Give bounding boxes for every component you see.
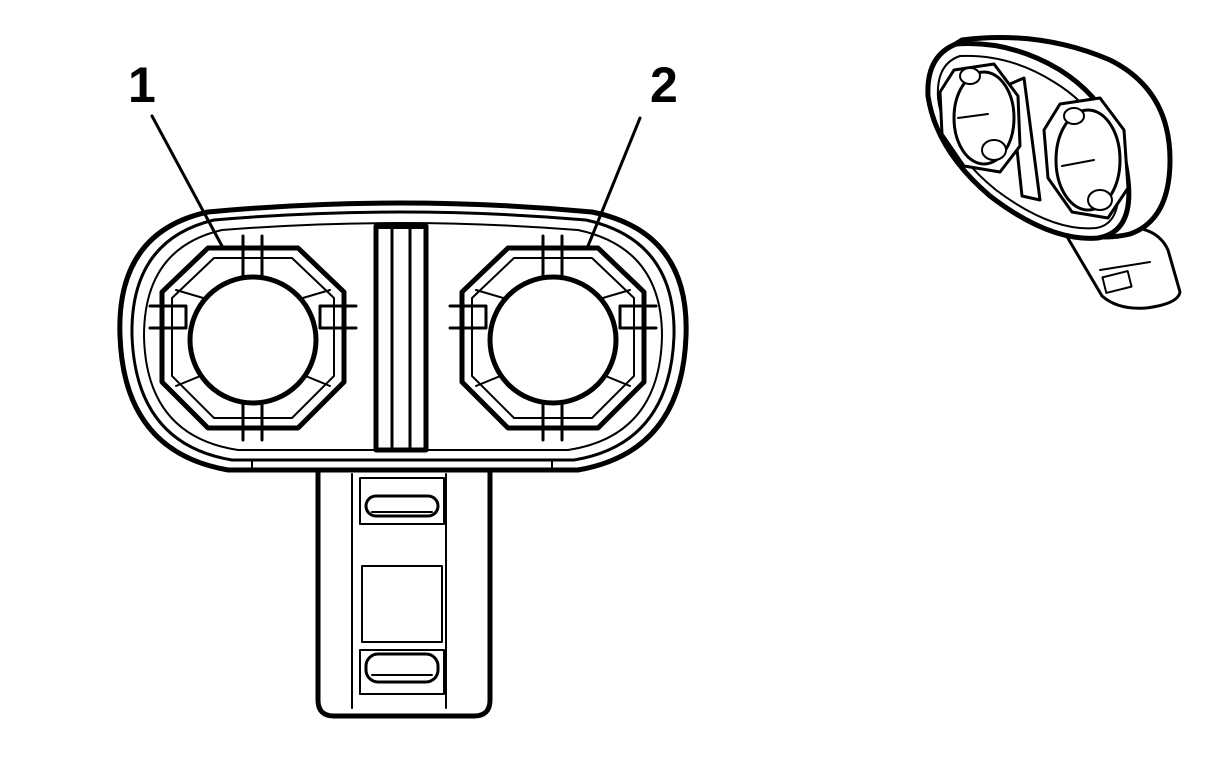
- callout-1-leader: [150, 114, 224, 248]
- cup-opening-left: [148, 234, 358, 442]
- callout-2: 2: [586, 57, 678, 248]
- callout-2-leader: [586, 116, 642, 248]
- cupholder-isometric-view: [925, 35, 1182, 310]
- callout-1: 1: [128, 57, 224, 248]
- mounting-stem: [315, 467, 493, 719]
- iso-cup-opening-left: [938, 62, 1022, 174]
- cupholder-front-view: [117, 200, 689, 719]
- center-divider: [373, 223, 429, 453]
- callout-1-label: 1: [128, 57, 156, 113]
- callout-2-label: 2: [650, 57, 678, 113]
- cup-opening-right: [448, 234, 658, 442]
- iso-cup-opening-right: [1042, 96, 1130, 220]
